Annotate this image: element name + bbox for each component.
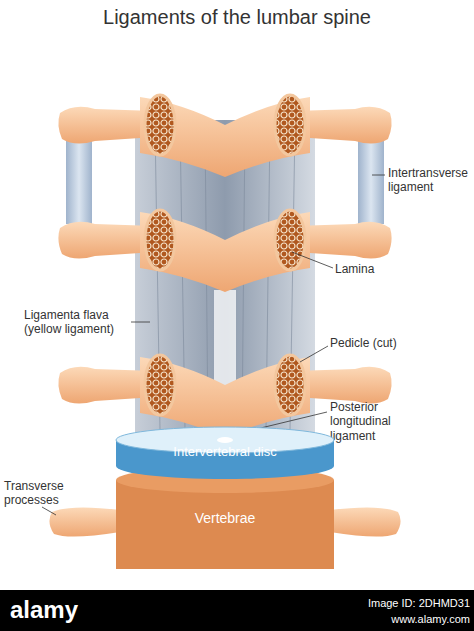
leader-line	[300, 346, 328, 362]
leader-line	[42, 507, 56, 515]
leader-line	[131, 322, 150, 323]
part-label: Transverse processes	[4, 479, 70, 508]
vertebral-arch	[58, 95, 391, 177]
watermark: Image ID: 2DHMD31	[330, 597, 470, 610]
title: Ligaments of the lumbar spine	[0, 6, 474, 29]
intertransverse-ligament	[66, 138, 92, 224]
part-label: Lamina	[335, 262, 395, 276]
transverse-process	[49, 507, 120, 536]
leader-line	[292, 252, 333, 268]
ligament-label: Posterior longitudinal ligament	[330, 400, 420, 443]
ligament-label: Intertransverse ligament	[388, 166, 472, 195]
vertebral-arch	[58, 210, 391, 292]
transverse-process	[330, 507, 401, 536]
watermark: www.alamy.com	[330, 613, 470, 626]
vertebral-body: Vertebrae	[115, 466, 335, 570]
watermark: alamy	[10, 596, 100, 625]
structure-label: Intervertebral disc	[115, 444, 335, 460]
ligament-label: Ligamenta flava (yellow ligament)	[24, 308, 130, 337]
intervertebral-disc: Intervertebral disc	[115, 426, 335, 482]
structure-label: Vertebrae	[115, 510, 335, 526]
part-label: Pedicle (cut)	[330, 336, 420, 350]
intertransverse-ligament	[358, 138, 384, 224]
leader-line	[372, 175, 385, 176]
